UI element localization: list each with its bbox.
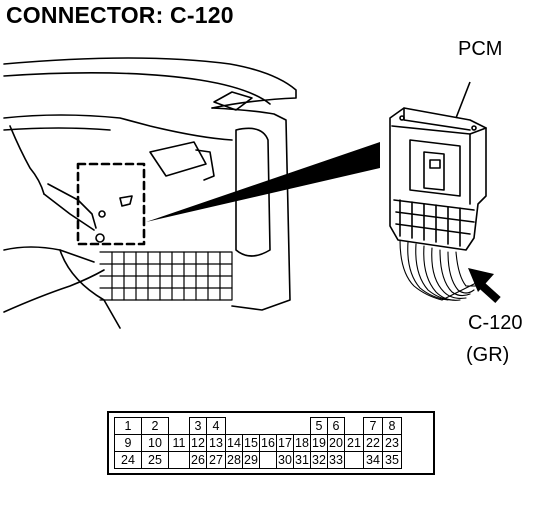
pin-34: 34: [363, 451, 383, 469]
pin-2: 2: [141, 417, 169, 435]
pin-1: 1: [114, 417, 142, 435]
pin-16: 16: [259, 434, 277, 452]
pin-33: 33: [327, 451, 345, 469]
pin-19: 19: [310, 434, 328, 452]
pin-15: 15: [242, 434, 260, 452]
pin-13: 13: [206, 434, 226, 452]
pcm-label-leader: [455, 81, 471, 119]
pin-32: 32: [310, 451, 328, 469]
door-panel-outline: [211, 107, 291, 311]
pin-empty: [168, 451, 190, 469]
pin-30: 30: [276, 451, 294, 469]
connector-id-label: C-120: [468, 312, 523, 334]
diagram-title: CONNECTOR: C-120: [6, 2, 234, 28]
dash-vent-outline: [213, 91, 253, 111]
pin-20: 20: [327, 434, 345, 452]
pin-empty: [168, 417, 190, 435]
pin-25: 25: [141, 451, 169, 469]
pin-23: 23: [382, 434, 402, 452]
pin-5: 5: [310, 417, 328, 435]
dashboard-top-outline: [3, 57, 297, 109]
callout-pointer-beam: [146, 142, 380, 222]
pin-empty: [344, 451, 364, 469]
pin-35: 35: [382, 451, 402, 469]
pin-12: 12: [189, 434, 207, 452]
connector-arrow-icon: [468, 268, 501, 303]
pin-empty: [344, 417, 364, 435]
pin-9: 9: [114, 434, 142, 452]
pin-empty: [259, 417, 277, 435]
pin-8: 8: [382, 417, 402, 435]
pin-empty: [276, 417, 294, 435]
pin-10: 10: [141, 434, 169, 452]
wire-harness-outline: [399, 239, 479, 301]
pin-14: 14: [225, 434, 243, 452]
relay-block-outline: [99, 251, 233, 301]
pin-31: 31: [293, 451, 311, 469]
pin-7: 7: [363, 417, 383, 435]
pin-6: 6: [327, 417, 345, 435]
pin-26: 26: [189, 451, 207, 469]
pin-empty: [259, 451, 277, 469]
pin-24: 24: [114, 451, 142, 469]
pin-22: 22: [363, 434, 383, 452]
connector-color-label: (GR): [466, 344, 510, 366]
pin-27: 27: [206, 451, 226, 469]
bolt-icon: [95, 233, 105, 243]
lower-dash-outline: [3, 114, 233, 141]
pin-17: 17: [276, 434, 294, 452]
pin-empty: [242, 417, 260, 435]
pin-empty: [293, 417, 311, 435]
location-dashed-box: [76, 162, 146, 246]
pin-3: 3: [189, 417, 207, 435]
pin-29: 29: [242, 451, 260, 469]
pin-21: 21: [344, 434, 364, 452]
pcm-label: PCM: [458, 38, 503, 60]
pin-11: 11: [168, 434, 190, 452]
pin-empty: [225, 417, 243, 435]
pin-28: 28: [225, 451, 243, 469]
pin-4: 4: [206, 417, 226, 435]
pcm-module-outline: [389, 107, 487, 251]
pin-18: 18: [293, 434, 311, 452]
